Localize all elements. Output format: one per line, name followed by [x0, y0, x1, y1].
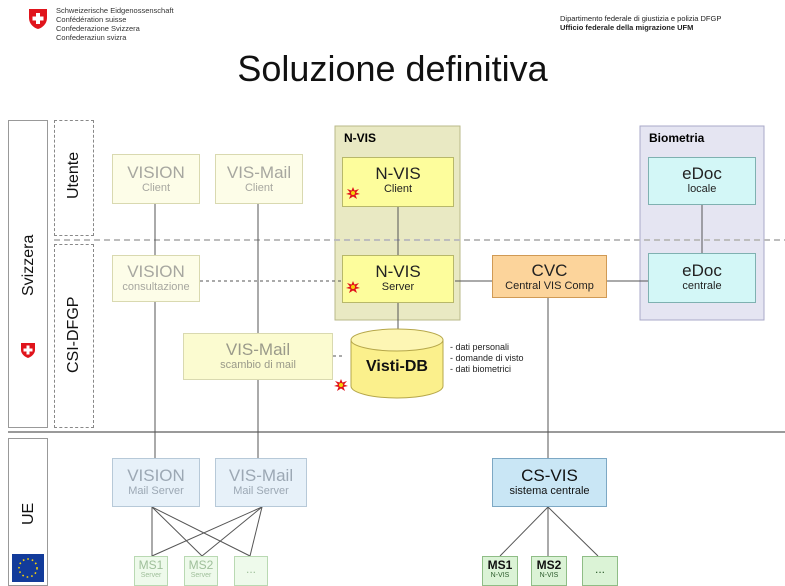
box-subtitle: Mail Server — [233, 485, 289, 497]
department-name: Dipartimento federale di giustizia e pol… — [560, 14, 721, 32]
box-title: MS1 — [138, 558, 164, 572]
utente-label: Utente — [65, 151, 82, 199]
cvc-box: CVC Central VIS Comp — [492, 255, 607, 298]
box-title: VIS-Mail — [226, 163, 292, 182]
box-title: ... — [245, 562, 256, 576]
box-title: N-VIS — [375, 262, 421, 281]
office-line: Ufficio federale della migrazione UFM — [560, 23, 694, 32]
box-title: MS2 — [536, 558, 562, 572]
box-title: VIS-Mail — [225, 340, 291, 359]
db-note: - dati personali — [450, 342, 510, 352]
biometria-group-label: Biometria — [649, 131, 705, 145]
box-title: eDoc — [682, 164, 722, 183]
dept-line: Dipartimento federale di giustizia e pol… — [560, 14, 722, 23]
box-subtitle: Mail Server — [128, 485, 184, 497]
swiss-coat-of-arms-logo — [29, 9, 47, 29]
box-subtitle: Client — [244, 182, 274, 194]
vismail-client-box: VIS-Mail Client — [215, 154, 303, 204]
box-subtitle: Client — [383, 183, 413, 195]
box-subtitle: locale — [687, 183, 717, 195]
ms1-nvis-box: MS1 N-VIS — [482, 556, 518, 586]
nvis-client-box: N-VIS Client — [342, 157, 454, 207]
box-subtitle: Server — [140, 572, 162, 579]
box-subtitle: Client — [141, 182, 171, 194]
starburst-icon — [346, 281, 360, 293]
org-line: Confédération suisse — [56, 15, 127, 24]
box-title: MS2 — [188, 558, 214, 572]
more-nvis-box: ... — [582, 556, 618, 586]
box-subtitle: Central VIS Comp — [505, 280, 594, 292]
vismail-mail-server-box: VIS-Mail Mail Server — [215, 458, 307, 507]
csi-label: CSI-DFGP — [65, 296, 82, 374]
vision-consultazione-box: VISION consultazione — [112, 255, 200, 302]
starburst-icon — [346, 187, 360, 199]
box-title: N-VIS — [375, 164, 421, 183]
svizzera-label: Svizzera — [20, 234, 37, 296]
cs-vis-box: CS-VIS sistema centrale — [492, 458, 607, 507]
more-servers-box: ... — [234, 556, 268, 586]
vision-mail-server-box: VISION Mail Server — [112, 458, 200, 507]
utente-band — [54, 120, 94, 236]
nvis-group-label: N-VIS — [344, 131, 377, 145]
eu-stars-icon — [18, 558, 38, 578]
edoc-centrale-box: eDoc centrale — [648, 253, 756, 303]
edoc-locale-box: eDoc locale — [648, 157, 756, 205]
org-line: Confederazione Svizzera — [56, 24, 140, 33]
ue-label: UE — [20, 502, 37, 526]
box-title: VISION — [127, 466, 185, 485]
vision-client-box: VISION Client — [112, 154, 200, 204]
box-title: VIS-Mail — [228, 466, 294, 485]
csi-band — [54, 244, 94, 428]
vismail-scambio-box: VIS-Mail scambio di mail — [183, 333, 333, 380]
box-subtitle: Server — [381, 281, 415, 293]
starburst-icon — [334, 379, 348, 391]
box-title: VISION — [127, 262, 185, 281]
box-title: eDoc — [682, 261, 722, 280]
page-title: Soluzione definitiva — [237, 48, 548, 89]
box-title: VISION — [127, 163, 185, 182]
ms2-server-box: MS2 Server — [184, 556, 218, 586]
box-subtitle: N-VIS — [539, 572, 559, 579]
box-subtitle: centrale — [682, 280, 722, 292]
db-notes: - dati personali - domande di visto - da… — [450, 342, 524, 375]
box-subtitle: consultazione — [122, 281, 190, 293]
box-subtitle: Server — [190, 572, 212, 579]
box-title: MS1 — [487, 558, 513, 572]
box-title: ... — [594, 562, 605, 576]
swiss-flag-icon — [21, 343, 35, 358]
confederation-name: Schweizerische Eidgenossenschaft Confédé… — [56, 6, 174, 42]
box-subtitle: sistema centrale — [509, 485, 590, 497]
visti-db-label: Visti-DB — [366, 358, 428, 375]
nvis-server-box: N-VIS Server — [342, 255, 454, 303]
db-note: - domande di visto — [450, 353, 524, 363]
box-title: CVC — [531, 261, 568, 280]
org-line: Schweizerische Eidgenossenschaft — [56, 6, 174, 15]
ms1-server-box: MS1 Server — [134, 556, 168, 586]
db-note: - dati biometrici — [450, 364, 512, 374]
box-subtitle: N-VIS — [490, 572, 510, 579]
box-title: CS-VIS — [521, 466, 578, 485]
ms2-nvis-box: MS2 N-VIS — [531, 556, 567, 586]
svizzera-band — [8, 120, 48, 428]
org-line: Confederaziun svizra — [56, 33, 127, 42]
box-subtitle: scambio di mail — [220, 359, 296, 371]
